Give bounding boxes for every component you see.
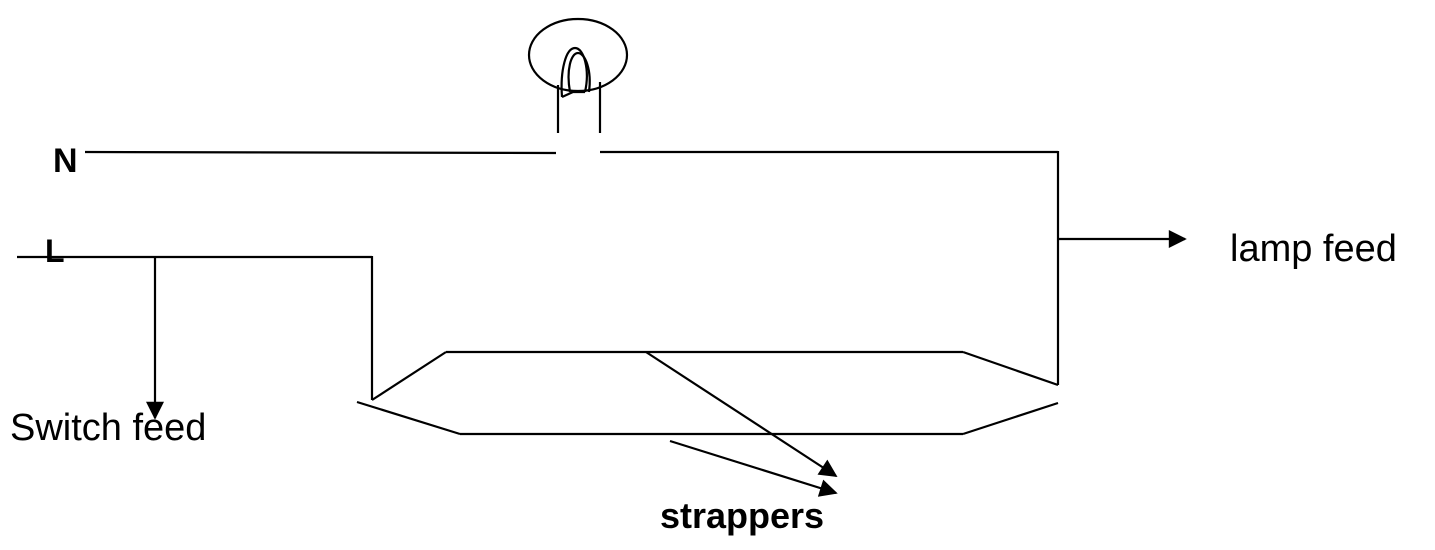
neutral-label: N	[53, 142, 78, 180]
lamp-feed-label: lamp feed	[1230, 228, 1397, 270]
lamp-icon	[527, 17, 629, 133]
strapper-lower	[356, 400, 1059, 436]
strappers-arrow-upper	[645, 351, 838, 477]
strappers-arrow-lower	[669, 439, 838, 497]
switch-feed-label: Switch feed	[10, 407, 206, 449]
strapper-upper	[371, 350, 1059, 401]
strappers-label: strappers	[660, 495, 824, 536]
live-label: L	[45, 233, 65, 269]
live-wire	[17, 255, 374, 400]
neutral-wire	[84, 150, 1060, 385]
